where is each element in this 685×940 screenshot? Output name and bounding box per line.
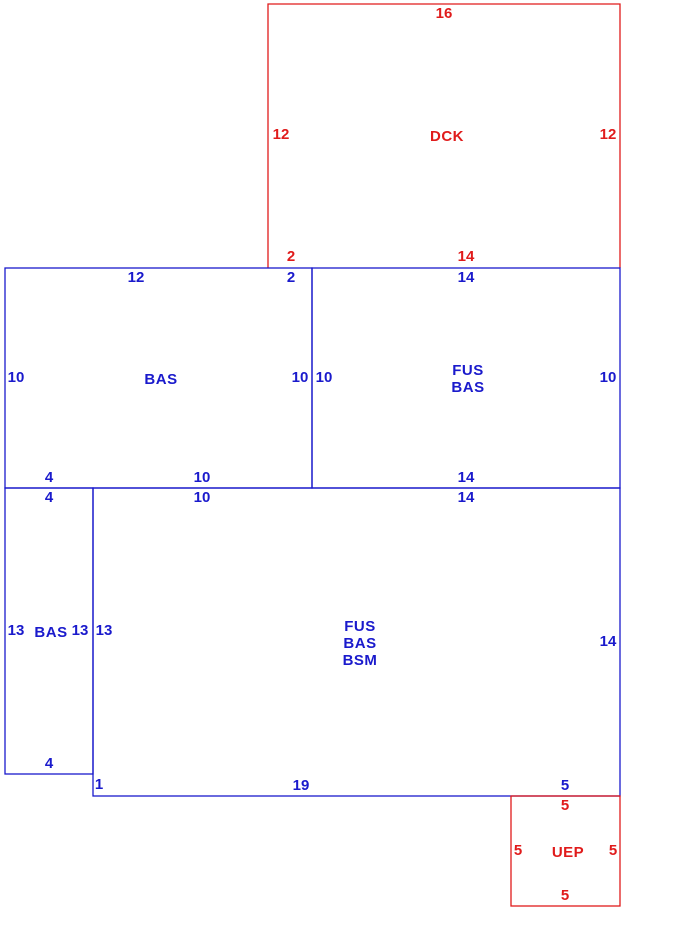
fus-bas-upper-dim-left: 10: [316, 369, 333, 386]
dck-dim-left: 12: [273, 126, 290, 143]
bas-lower-dim-bottom: 4: [45, 755, 54, 772]
bas-upper-dim-right: 10: [292, 369, 309, 386]
fus-bas-upper-code-2: BAS: [451, 379, 484, 396]
uep-dim-top: 5: [561, 797, 569, 814]
fus-bas-upper-dim-top: 14: [458, 269, 475, 286]
fus-bas-bsm-code-2: BAS: [343, 635, 376, 652]
fus-bas-upper-dim-bottom: 14: [458, 469, 475, 486]
bas-lower-dim-top: 4: [45, 489, 54, 506]
dck-dim-bottom-a: 2: [287, 248, 295, 265]
dck-outline: [267, 3, 621, 268]
dck-dim-top: 16: [436, 5, 453, 22]
fus-bas-upper-dim-right: 10: [600, 369, 617, 386]
fus-bas-bsm-dim-right: 14: [600, 633, 617, 650]
fus-bas-bsm-outline: [92, 487, 621, 797]
fus-bas-bsm-dim-top-b: 14: [458, 489, 475, 506]
bas-lower-dim-left: 13: [8, 622, 25, 639]
bas-upper-dim-bottom-a: 4: [45, 469, 54, 486]
area-uep: 5 5 5 5 UEP: [510, 795, 621, 907]
area-bas-upper: 12 2 10 10 4 10 BAS: [4, 267, 313, 489]
fus-bas-bsm-dim-bottom-a: 1: [95, 776, 103, 793]
area-dck: 16 12 12 2 14 DCK: [267, 3, 621, 268]
area-fus-bas-bsm: 10 14 13 14 1 19 5 FUS BAS BSM: [92, 487, 621, 797]
bas-upper-dim-bottom-b: 10: [194, 469, 211, 486]
bas-upper-dim-top-a: 12: [128, 269, 145, 286]
bas-upper-code: BAS: [144, 371, 177, 388]
fus-bas-bsm-dim-left: 13: [96, 622, 113, 639]
uep-dim-right: 5: [609, 842, 617, 859]
bas-upper-dim-left: 10: [8, 369, 25, 386]
bas-lower-code: BAS: [34, 624, 67, 641]
dck-dim-bottom-b: 14: [458, 248, 475, 265]
fus-bas-bsm-dim-bottom-b: 19: [293, 777, 310, 794]
uep-outline: [510, 795, 621, 907]
fus-bas-bsm-dim-bottom-c: 5: [561, 777, 569, 794]
fus-bas-upper-code-1: FUS: [452, 362, 484, 379]
uep-dim-left: 5: [514, 842, 522, 859]
bas-upper-dim-top-b: 2: [287, 269, 295, 286]
fus-bas-bsm-code-3: BSM: [343, 652, 378, 669]
uep-code: UEP: [552, 844, 584, 861]
dck-dim-right: 12: [600, 126, 617, 143]
area-fus-bas-upper: 14 10 10 14 FUS BAS: [311, 267, 621, 489]
uep-dim-bottom: 5: [561, 887, 569, 904]
fus-bas-bsm-code-1: FUS: [344, 618, 376, 635]
bas-lower-dim-right: 13: [72, 622, 89, 639]
area-bas-lower: 4 13 13 4 BAS: [4, 487, 94, 775]
fus-bas-bsm-dim-top-a: 10: [194, 489, 211, 506]
dck-code: DCK: [430, 128, 464, 145]
